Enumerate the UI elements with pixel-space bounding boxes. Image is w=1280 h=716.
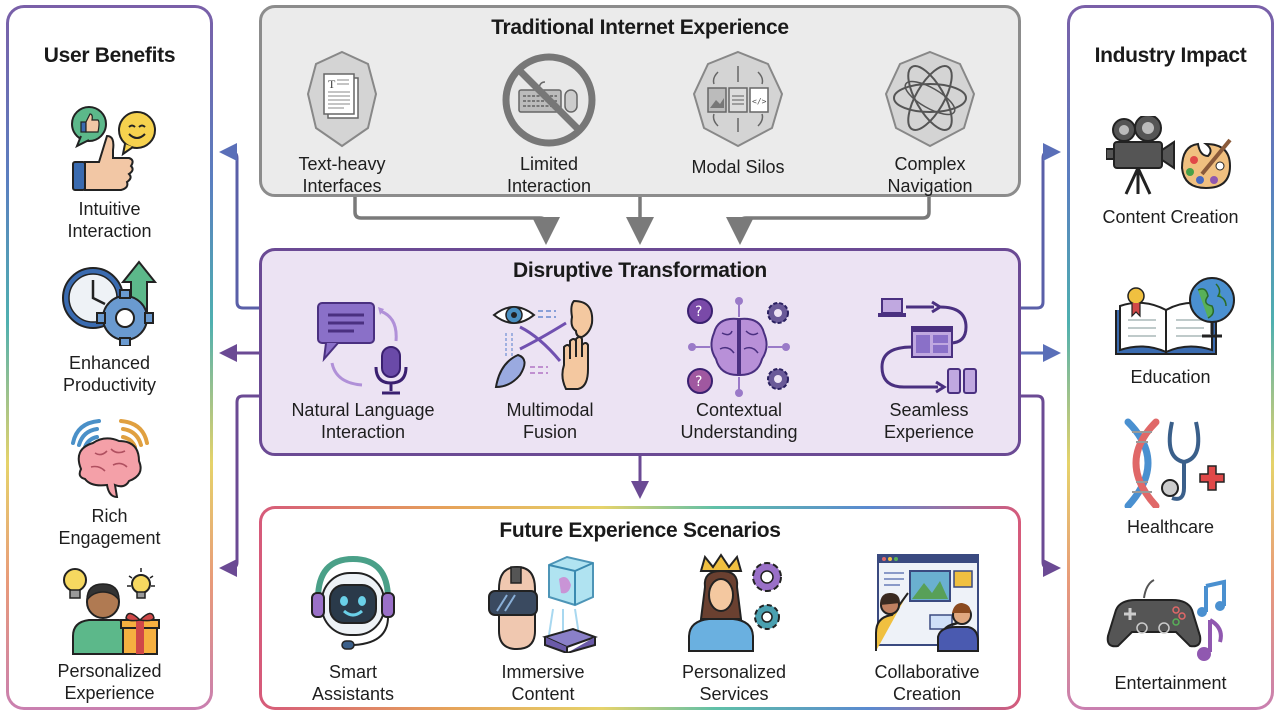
trad-item-limited-interaction: Limited Interaction <box>454 50 644 197</box>
disr-to-right-top <box>1021 143 1061 310</box>
future-line-1: Collaborative <box>874 662 980 682</box>
future-line-2: Services <box>699 684 769 704</box>
vr-hologram-icon <box>488 555 598 653</box>
impact-education: Education <box>1070 270 1271 388</box>
disr-item-contextual-understanding: ? ? Contextual Understanding <box>644 297 834 443</box>
future-line-1: Smart <box>328 662 377 682</box>
benefit-line-1: Personalized <box>57 661 162 681</box>
disr-line-1: Contextual <box>695 400 783 420</box>
future-title: Future Experience Scenarios <box>499 519 781 542</box>
modal-silos-icon: </> <box>692 50 784 148</box>
benefit-label: Enhanced Productivity <box>9 352 210 396</box>
robot-headset-icon <box>311 555 395 650</box>
impact-label: Content Creation <box>1102 207 1239 227</box>
devices-flow-icon <box>878 298 977 394</box>
trad-line-2: Interaction <box>506 176 592 196</box>
trad-item-text-heavy: T Text-heavy Interfaces <box>247 50 437 197</box>
benefit-line-2: Engagement <box>58 528 161 548</box>
trad-to-disr-left <box>353 197 560 245</box>
no-keyboard-icon <box>502 53 596 147</box>
future-scenarios-panel: Future Experience Scenarios Smart Assist… <box>259 506 1021 710</box>
benefit-line-2: Experience <box>64 683 155 703</box>
benefit-line-1: Rich <box>91 506 128 526</box>
benefit-line-1: Intuitive <box>78 199 141 219</box>
future-line-1: Immersive <box>501 662 585 682</box>
benefit-personalized-experience: Personalized Experience <box>9 566 210 704</box>
disr-item-seamless-experience: Seamless Experience <box>834 297 1024 443</box>
svg-text:?: ? <box>695 374 702 390</box>
disr-line-1: Natural Language <box>291 400 435 420</box>
brain-network-icon: ? ? <box>687 297 790 397</box>
eye-ear-hand-icon <box>492 299 594 390</box>
industry-impact-panel: Industry Impact Content Creation <box>1067 5 1274 710</box>
svg-text:?: ? <box>695 304 702 320</box>
thumbs-up-chat-icon <box>70 106 156 191</box>
collaboration-board-icon <box>875 554 979 652</box>
impact-entertainment: Entertainment <box>1070 576 1271 694</box>
camera-palette-icon <box>1105 116 1232 195</box>
future-item-personalized-services: Personalized Services <box>639 553 829 705</box>
disr-line-2: Experience <box>883 422 975 442</box>
trad-item-modal-silos: </> Modal Silos <box>643 50 833 178</box>
impact-label: Entertainment <box>1114 673 1227 693</box>
trad-line-2: Interfaces <box>302 176 382 196</box>
trad-line-2: Navigation <box>887 176 973 196</box>
user-benefits-panel: User Benefits Intuitive Interaction <box>6 5 213 710</box>
future-line-1: Personalized <box>681 662 787 682</box>
svg-text:</>: </> <box>752 97 767 106</box>
text-document-icon: T <box>306 50 378 148</box>
traditional-internet-panel: Traditional Internet Experience T Text-h… <box>259 5 1021 197</box>
disr-item-multimodal-fusion: Multimodal Fusion <box>455 297 645 443</box>
trad-line-1: Limited <box>519 154 579 174</box>
trad-to-disr-right <box>726 197 931 245</box>
benefit-line-1: Enhanced <box>68 353 151 373</box>
dna-stethoscope-icon <box>1124 418 1225 508</box>
benefit-line-2: Productivity <box>62 375 157 395</box>
disruptive-transformation-panel: Disruptive Transformation Natural Langua… <box>259 248 1021 456</box>
trad-line-1: Modal Silos <box>691 157 785 177</box>
disr-item-natural-language: Natural Language Interaction <box>268 297 458 443</box>
benefit-label: Intuitive Interaction <box>9 198 210 242</box>
benefit-intuitive-interaction: Intuitive Interaction <box>9 100 210 242</box>
benefit-label: Rich Engagement <box>9 505 210 549</box>
disruptive-title: Disruptive Transformation <box>513 259 767 282</box>
disr-line-2: Fusion <box>522 422 578 442</box>
future-line-2: Content <box>511 684 575 704</box>
benefit-enhanced-productivity: Enhanced Productivity <box>9 258 210 396</box>
future-line-2: Creation <box>892 684 962 704</box>
disr-line-1: Seamless <box>889 400 969 420</box>
traditional-title: Traditional Internet Experience <box>491 16 789 39</box>
brain-waves-icon <box>70 419 149 499</box>
trad-line-1: Complex <box>894 154 966 174</box>
disr-line-2: Interaction <box>320 422 406 442</box>
book-globe-icon <box>1114 277 1235 355</box>
clock-gear-arrow-icon <box>61 260 157 346</box>
impact-healthcare: Healthcare <box>1070 418 1271 538</box>
user-benefits-title: User Benefits <box>43 44 176 67</box>
future-line-2: Assistants <box>311 684 395 704</box>
future-item-immersive-content: Immersive Content <box>448 553 638 705</box>
future-item-collaborative-creation: Collaborative Creation <box>832 553 1022 705</box>
impact-label: Education <box>1130 367 1211 387</box>
impact-label: Healthcare <box>1126 517 1215 537</box>
disr-line-2: Understanding <box>680 422 798 442</box>
future-item-smart-assistants: Smart Assistants <box>258 553 448 705</box>
benefit-line-2: Interaction <box>67 221 152 241</box>
person-gift-idea-icon <box>62 568 160 655</box>
disr-line-1: Multimodal <box>506 400 594 420</box>
benefit-label: Personalized Experience <box>9 660 210 704</box>
chat-microphone-icon <box>317 302 408 395</box>
svg-text:T: T <box>328 77 336 91</box>
crowned-person-gears-icon <box>688 553 782 652</box>
disr-to-right-bottom <box>1021 394 1061 577</box>
benefit-rich-engagement: Rich Engagement <box>9 413 210 549</box>
atom-navigation-icon <box>884 50 976 148</box>
gamepad-music-icon <box>1106 579 1226 661</box>
trad-line-1: Text-heavy <box>298 154 386 174</box>
trad-item-complex-navigation: Complex Navigation <box>835 50 1025 197</box>
disr-to-left-bottom <box>219 394 259 577</box>
impact-content-creation: Content Creation <box>1070 116 1271 228</box>
industry-impact-title: Industry Impact <box>1094 44 1247 67</box>
